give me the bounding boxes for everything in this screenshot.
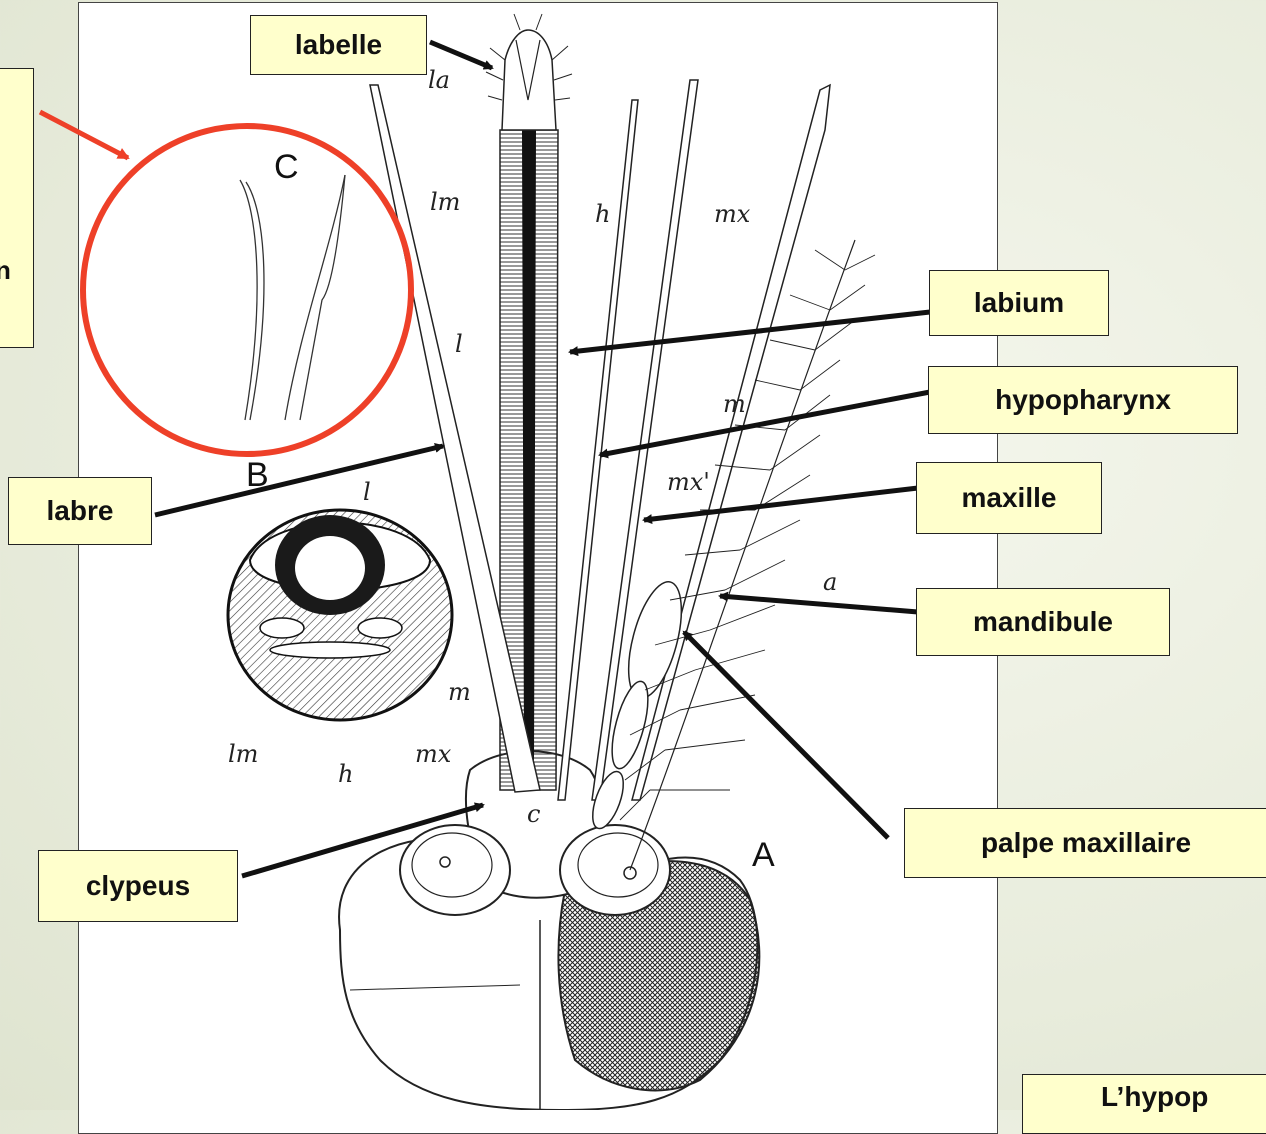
section-letter-l: l xyxy=(363,478,371,506)
head-drawing xyxy=(339,751,759,1110)
arrow-palpe xyxy=(684,632,888,838)
detail-c-drawing xyxy=(240,175,345,420)
section-letter-m: m xyxy=(448,678,471,706)
label-palpe-maxillaire: palpe maxillaire xyxy=(904,808,1266,878)
cross-section-drawing xyxy=(228,510,452,720)
label-labre: labre xyxy=(8,477,152,545)
section-letter-h: h xyxy=(338,760,353,788)
label-mandibule: mandibule xyxy=(916,588,1170,656)
arrow-labelle xyxy=(430,42,492,68)
mosquito-mouthparts-figure: la lm h mx l m mx' a c l m lm h mx A B C xyxy=(0,0,1266,1110)
fig-letter-mx: mx xyxy=(714,200,751,228)
label-labelle: labelle xyxy=(250,15,427,75)
left-note-text: n xyxy=(0,255,11,286)
fig-letter-lm: lm xyxy=(430,188,460,216)
bottom-note-box: L’hypop xyxy=(1022,1074,1266,1134)
arrow-mandibule xyxy=(720,596,918,612)
fig-letter-la: la xyxy=(428,66,450,94)
panel-letter-A: A xyxy=(752,836,775,874)
arrow-labre xyxy=(155,446,443,515)
left-note-box: n xyxy=(0,68,34,348)
label-hypopharynx: hypopharynx xyxy=(928,366,1238,434)
label-maxille: maxille xyxy=(916,462,1102,534)
fig-letter-l: l xyxy=(455,330,463,358)
label-clypeus: clypeus xyxy=(38,850,238,922)
red-pointer-arrow xyxy=(40,112,128,158)
fig-letter-h: h xyxy=(595,200,610,228)
fig-letter-c: c xyxy=(527,800,540,828)
fig-letter-a: a xyxy=(823,568,837,596)
slide: la lm h mx l m mx' a c l m lm h mx A B C xyxy=(0,0,1266,1110)
fig-letter-m: m xyxy=(723,390,746,418)
section-letter-mx: mx xyxy=(415,740,452,768)
arrow-labium xyxy=(570,312,930,352)
fig-letter-mx-prime: mx' xyxy=(667,468,710,496)
section-letter-lm: lm xyxy=(228,740,258,768)
label-labium: labium xyxy=(929,270,1109,336)
panel-letter-C: C xyxy=(274,148,299,186)
